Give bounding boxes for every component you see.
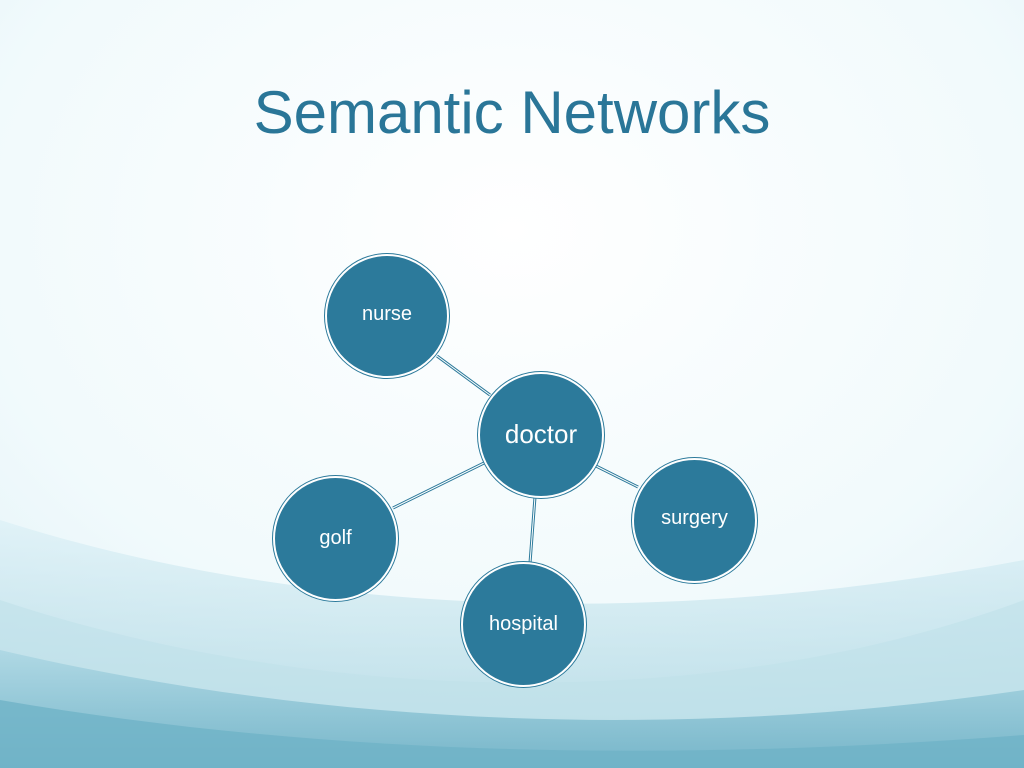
slide-title: Semantic Networks bbox=[253, 79, 771, 146]
node-label-nurse: nurse bbox=[361, 302, 413, 325]
node-label-hospital: hospital bbox=[489, 613, 558, 635]
node-nurse: nurse bbox=[325, 254, 449, 378]
node-surgery: surgery bbox=[632, 458, 757, 583]
node-hospital: hospital bbox=[461, 562, 586, 687]
node-label-doctor: doctor bbox=[504, 418, 578, 449]
node-golf: golf bbox=[273, 476, 398, 601]
node-label-surgery: surgery bbox=[661, 507, 728, 529]
node-doctor: doctor bbox=[478, 372, 604, 498]
node-label-golf: golf bbox=[319, 527, 352, 549]
